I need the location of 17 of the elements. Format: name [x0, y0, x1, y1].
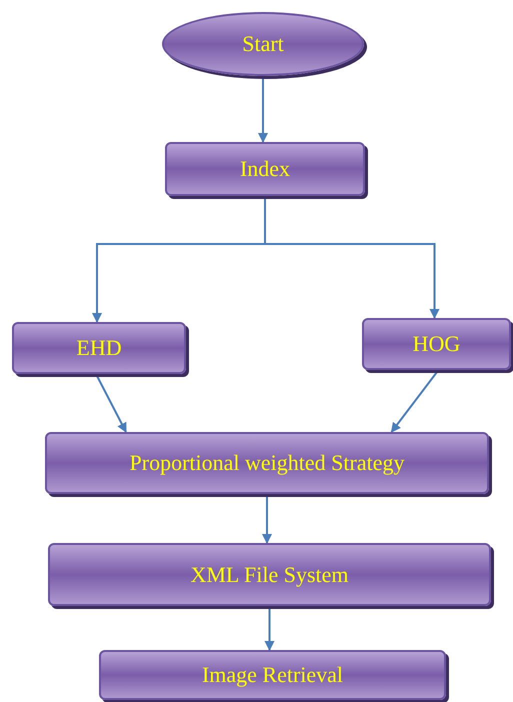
process-box	[362, 318, 511, 370]
process-box	[99, 650, 446, 700]
arrow	[264, 606, 274, 651]
node-label: XML File System	[190, 560, 349, 588]
node-label: Image Retrieval	[202, 661, 344, 689]
process-box	[12, 322, 186, 374]
node-label: EHD	[76, 334, 122, 362]
process-box	[48, 543, 491, 606]
arrow	[262, 494, 272, 544]
arrow	[258, 76, 268, 143]
process-box	[45, 432, 489, 494]
node-label: Proportional weighted Strategy	[130, 449, 404, 477]
node-label: HOG	[412, 330, 460, 358]
node-label: Start	[242, 30, 284, 58]
node-label: Index	[240, 155, 290, 183]
process-box	[165, 142, 365, 196]
arrow	[264, 196, 440, 319]
